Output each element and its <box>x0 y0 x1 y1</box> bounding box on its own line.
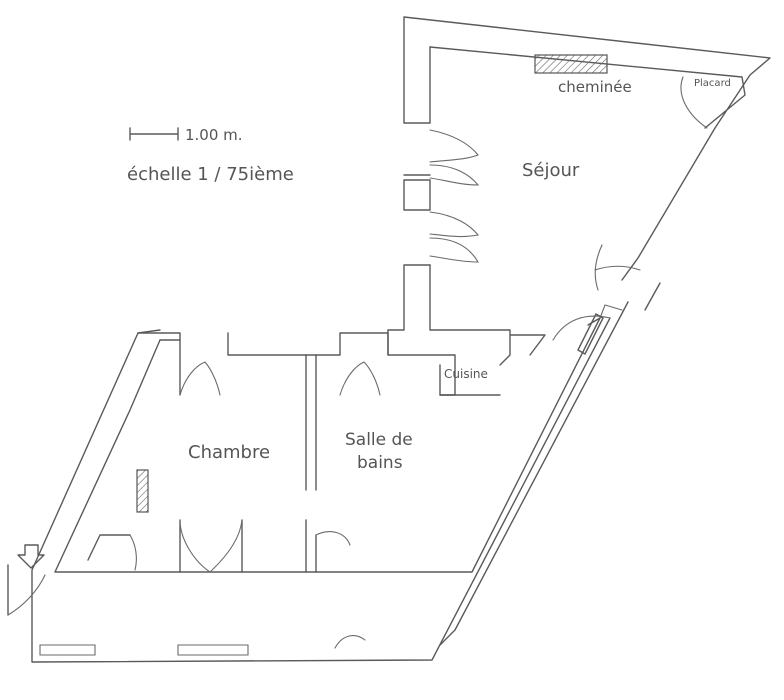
interior-walls <box>87 332 501 573</box>
cheminee-hatch <box>534 54 608 74</box>
room-label-sejour: Séjour <box>522 160 580 181</box>
scale-bar <box>129 127 179 141</box>
room-label-chambre: Chambre <box>188 442 270 463</box>
room-label-sdb-line1: Salle de <box>345 430 413 450</box>
scale-bar-label: 1.00 m. <box>185 126 243 144</box>
scale-ratio-label: échelle 1 / 75ième <box>127 164 294 185</box>
room-label-sdb-line2: bains <box>357 453 403 473</box>
sejour-door <box>552 244 641 355</box>
room-label-cuisine: Cuisine <box>444 367 488 381</box>
bottom-windows <box>39 644 249 656</box>
feature-label-placard: Placard <box>694 78 731 89</box>
placard-door <box>680 76 708 129</box>
doors <box>7 361 381 649</box>
chambre-radiator <box>136 469 149 513</box>
feature-label-cheminee: cheminée <box>558 78 632 96</box>
sejour-west-wall <box>387 122 546 396</box>
exterior-walls <box>7 16 771 663</box>
entrance-arrow-icon <box>17 544 45 569</box>
